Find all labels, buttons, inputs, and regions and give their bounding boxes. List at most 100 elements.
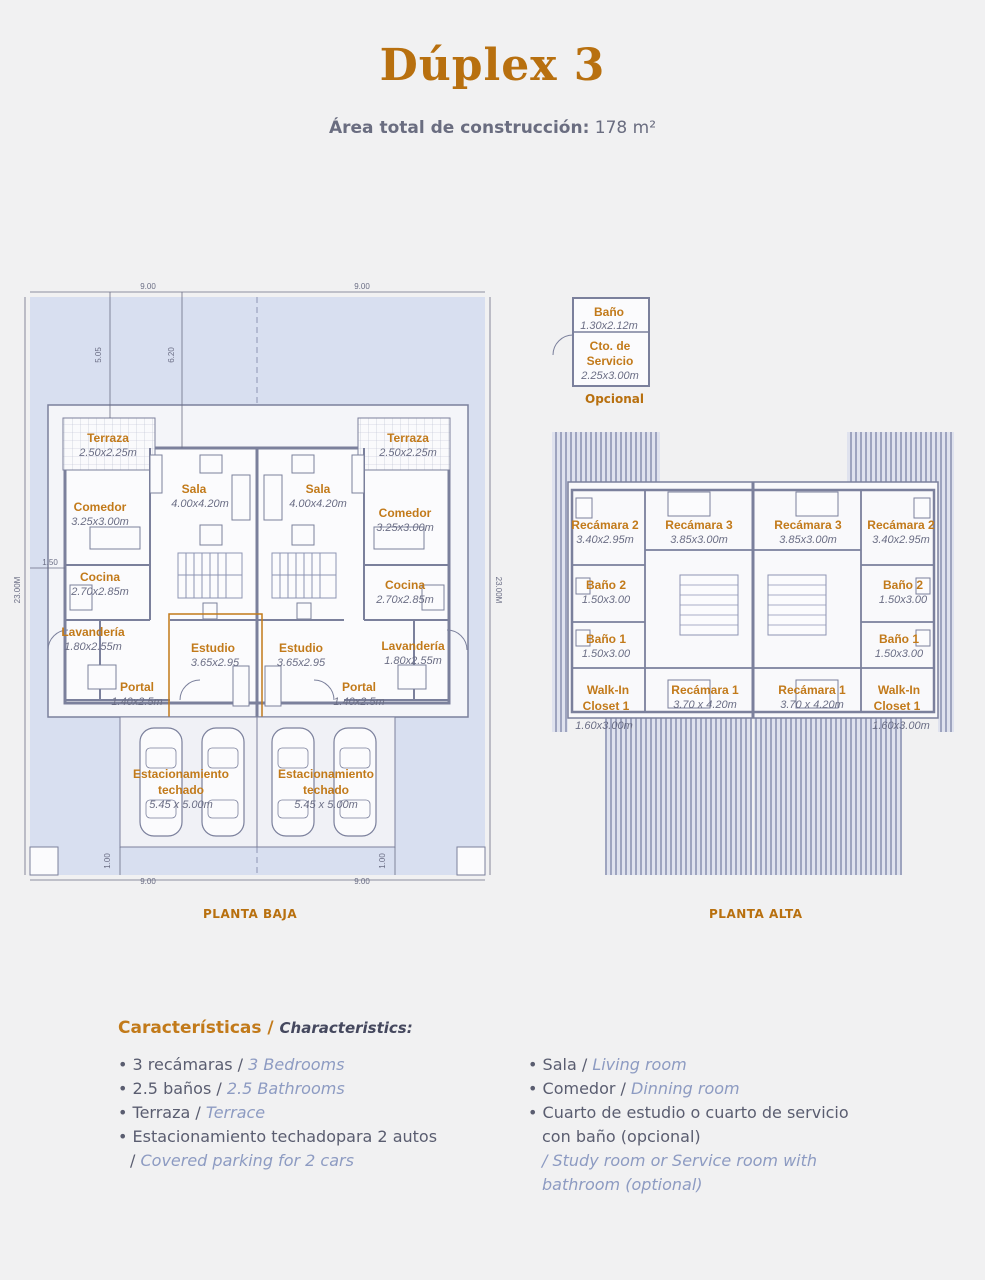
- room-recamara2-left: Recámara 2: [571, 518, 639, 532]
- feature-en: Dinning room: [631, 1079, 740, 1098]
- room-sala-right: Sala: [306, 482, 331, 496]
- feature-en: Covered parking for 2 cars: [140, 1151, 354, 1170]
- room-comedor-left-size: 3.25x3.00m: [71, 516, 128, 528]
- feature-es: Comedor /: [528, 1079, 626, 1098]
- dim-setback-a: 5.05: [94, 347, 103, 363]
- room-portal-right: Portal: [342, 680, 376, 694]
- room-estudio-right: Estudio: [279, 641, 323, 655]
- room-sala-right-size: 4.00x4.20m: [289, 498, 346, 510]
- room-bano2-right: Baño 2: [883, 578, 923, 592]
- room-cocina-right: Cocina: [385, 578, 425, 592]
- room-cocina-right-size: 2.70x2.85m: [375, 594, 433, 606]
- room-portal-right-size: 1.40x2.5m: [333, 696, 384, 708]
- room-bano1-right: Baño 1: [879, 632, 919, 646]
- room-walkin-right: Walk-In: [878, 683, 920, 697]
- room-walkin-right-2: Closet 1: [874, 699, 921, 713]
- feature-item: Terraza / Terrace: [118, 1101, 437, 1125]
- feature-en: 2.5 Bathrooms: [226, 1079, 345, 1098]
- room-recamara1-right-size: 3.70 x 4.20m: [780, 699, 844, 711]
- dim-width-left-top: 9.00: [140, 282, 156, 291]
- room-cocina-left-size: 2.70x2.85m: [70, 586, 128, 598]
- feature-item: Estacionamiento techadopara 2 autos: [118, 1125, 437, 1149]
- room-recamara3-right: Recámara 3: [774, 518, 842, 532]
- dim-depth-left: 23.00M: [13, 576, 22, 603]
- room-recamara1-left-size: 3.70 x 4.20m: [673, 699, 737, 711]
- room-terraza-right-size: 2.50x2.25m: [378, 447, 436, 459]
- room-cocina-left: Cocina: [80, 570, 120, 584]
- room-bano2-left: Baño 2: [586, 578, 626, 592]
- feature-item: 3 recámaras / 3 Bedrooms: [118, 1053, 437, 1077]
- room-portal-left: Portal: [120, 680, 154, 694]
- room-walkin-right-size: 1.60x3.00m: [872, 720, 929, 732]
- room-estacionamiento-left-2: techado: [158, 783, 204, 797]
- room-lavanderia-right: Lavandería: [381, 639, 445, 653]
- area-value: 178 m²: [594, 118, 657, 138]
- characteristics-heading-en: Characteristics:: [279, 1019, 413, 1037]
- room-recamara1-right: Recámara 1: [778, 683, 846, 697]
- room-estacionamiento-left: Estacionamiento: [133, 767, 229, 781]
- feature-item-cont: con baño (opcional): [528, 1125, 849, 1149]
- room-servicio: Cto. de: [590, 339, 631, 353]
- construction-area: Área total de construcción: 178 m²: [0, 118, 985, 138]
- room-recamara1-left: Recámara 1: [671, 683, 739, 697]
- page-title: Dúplex 3: [379, 40, 606, 91]
- room-bano2-left-size: 1.50x3.00: [582, 594, 631, 606]
- characteristics-heading-es: Características /: [118, 1018, 274, 1038]
- room-lavanderia-left: Lavandería: [61, 625, 125, 639]
- room-terraza-left: Terraza: [87, 431, 129, 445]
- room-servicio-size: 2.25x3.00m: [580, 370, 638, 382]
- area-label: Área total de construcción:: [328, 118, 590, 138]
- room-estacionamiento-right: Estacionamiento: [278, 767, 374, 781]
- room-walkin-left: Walk-In: [587, 683, 629, 697]
- feature-en: Terrace: [205, 1103, 266, 1122]
- feature-en: 3 Bedrooms: [248, 1055, 345, 1074]
- room-estacionamiento-left-size: 5.45 x 5.00m: [149, 799, 213, 811]
- room-sala-left-size: 4.00x4.20m: [171, 498, 228, 510]
- feature-prefix: / Study room or: [542, 1151, 667, 1170]
- feature-es: Cuarto de estudio o cuarto de servicio: [528, 1103, 849, 1122]
- room-terraza-right: Terraza: [387, 431, 429, 445]
- feature-item: Cuarto de estudio o cuarto de servicio: [528, 1101, 849, 1125]
- room-estacionamiento-right-size: 5.45 x 5.00m: [294, 799, 358, 811]
- room-estudio-left: Estudio: [191, 641, 235, 655]
- dim-front-right: 1.00: [378, 853, 387, 869]
- floor-plans: 9.00 9.00 9.00 9.00 23.00M 23.00M 5.05 6…: [13, 282, 954, 886]
- feature-item: 2.5 baños / 2.5 Bathrooms: [118, 1077, 437, 1101]
- feature-item-cont: bathroom (optional): [528, 1173, 849, 1197]
- room-recamara3-left: Recámara 3: [665, 518, 733, 532]
- dim-width-right-top: 9.00: [354, 282, 370, 291]
- dim-setback-b: 6.20: [167, 347, 176, 363]
- room-bano-opcional: Baño: [594, 305, 624, 319]
- optional-label: Opcional: [585, 392, 645, 406]
- dim-front-left: 1.00: [103, 853, 112, 869]
- feature-es: Estacionamiento techadopara 2 autos: [118, 1127, 437, 1146]
- room-recamara3-right-size: 3.85x3.00m: [779, 534, 836, 546]
- planta-alta-label: PLANTA ALTA: [709, 907, 803, 921]
- room-comedor-right-size: 3.25x3.00m: [376, 522, 433, 534]
- feature-item: Sala / Living room: [528, 1053, 849, 1077]
- features-left-list: 3 recámaras / 3 Bedrooms 2.5 baños / 2.5…: [118, 1053, 437, 1173]
- room-portal-left-size: 1.40x2.5m: [111, 696, 162, 708]
- planta-baja-label: PLANTA BAJA: [203, 907, 298, 921]
- feature-en-cont: bathroom (optional): [542, 1175, 703, 1194]
- feature-item-cont: / Covered parking for 2 cars: [118, 1149, 437, 1173]
- room-estacionamiento-right-2: techado: [303, 783, 349, 797]
- room-bano1-left: Baño 1: [586, 632, 626, 646]
- room-estudio-left-size: 3.65x2.95: [191, 657, 240, 669]
- room-servicio-2: Servicio: [587, 354, 634, 368]
- room-walkin-left-size: 1.60x3.00m: [575, 720, 632, 732]
- room-walkin-left-2: Closet 1: [583, 699, 630, 713]
- room-bano1-right-size: 1.50x3.00: [875, 648, 924, 660]
- room-recamara3-left-size: 3.85x3.00m: [670, 534, 727, 546]
- dim-depth-right: 23.00M: [494, 577, 503, 604]
- room-comedor-right: Comedor: [379, 506, 432, 520]
- dim-width-left-bottom: 9.00: [140, 877, 156, 886]
- feature-es: Sala /: [528, 1055, 587, 1074]
- feature-en: Living room: [592, 1055, 687, 1074]
- room-lavanderia-left-size: 1.80x2.55m: [64, 641, 121, 653]
- dim-side: 1.50: [42, 558, 58, 567]
- features-right-list: Sala / Living room Comedor / Dinning roo…: [528, 1053, 849, 1197]
- feature-es: 3 recámaras /: [118, 1055, 243, 1074]
- room-recamara2-right: Recámara 2: [867, 518, 935, 532]
- room-comedor-left: Comedor: [74, 500, 127, 514]
